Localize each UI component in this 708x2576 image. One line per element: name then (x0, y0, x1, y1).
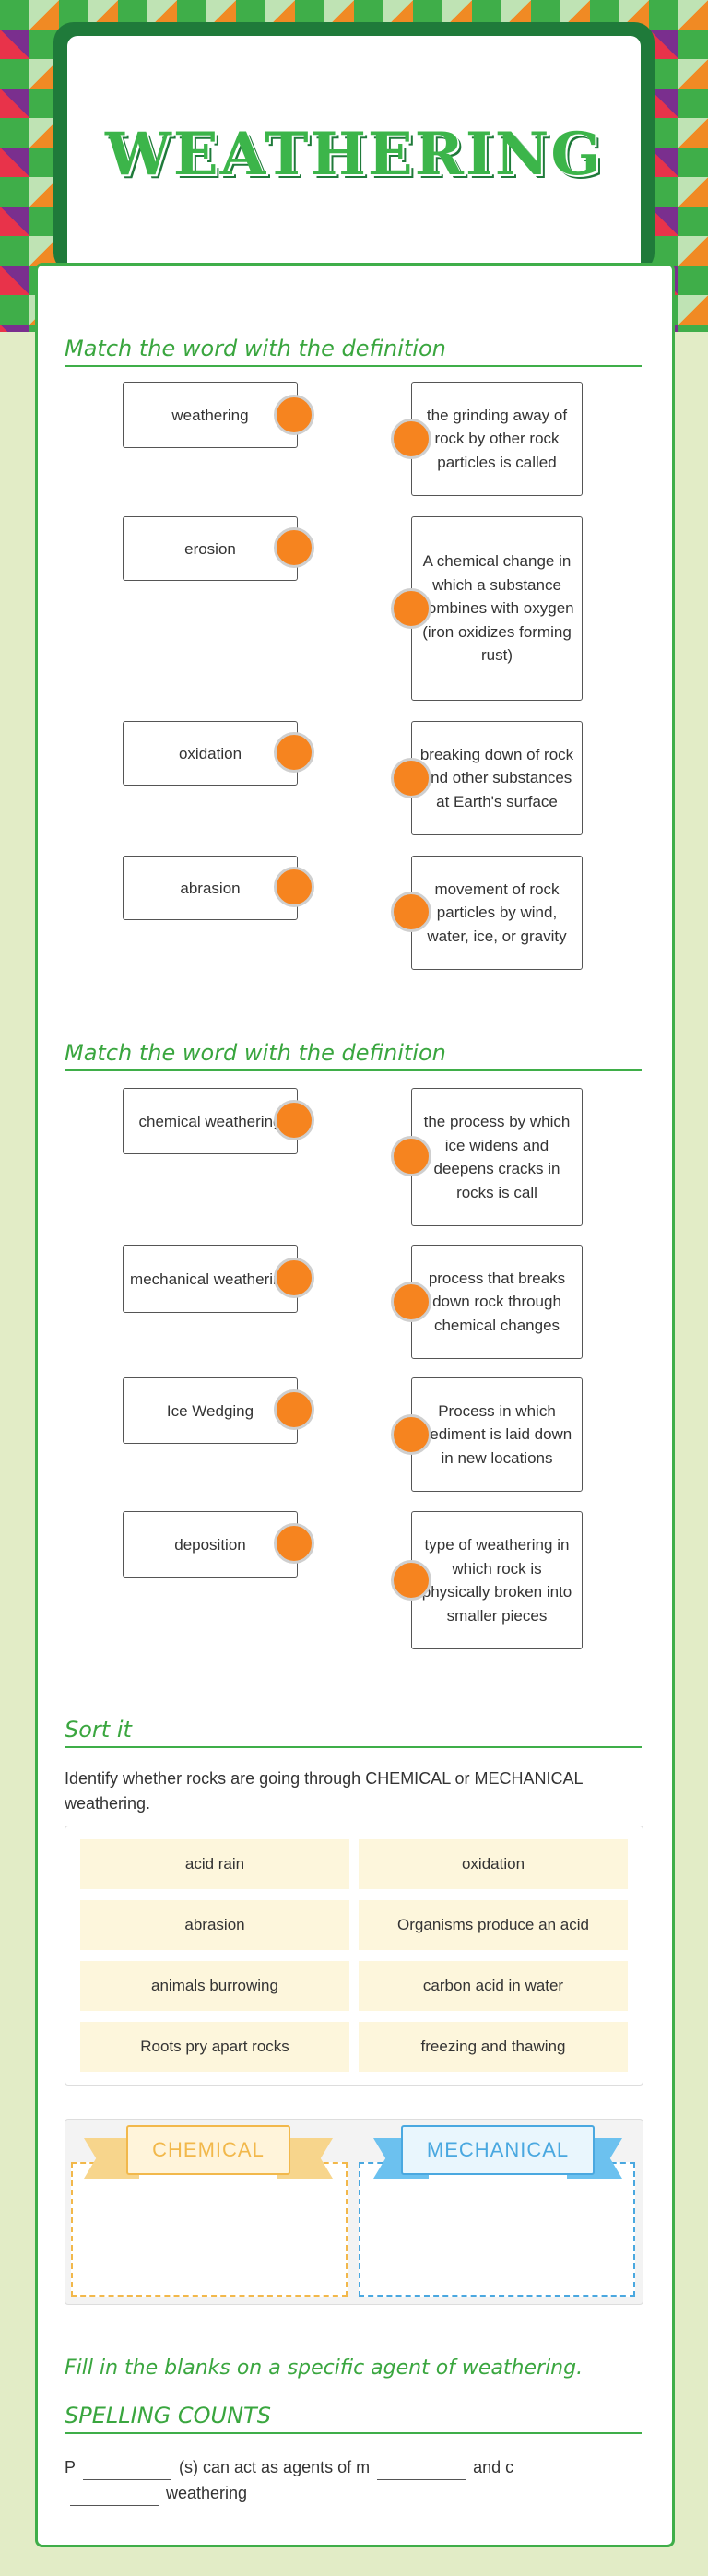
match1-word-erosion[interactable]: erosion (123, 516, 298, 581)
match1-def-4[interactable]: movement of rock particles by wind, wate… (411, 856, 583, 970)
sort-item[interactable]: abrasion (80, 1900, 349, 1950)
match2-def-connector-4[interactable] (391, 1560, 431, 1601)
match2-word-mechanical-weathering[interactable]: mechanical weathering (123, 1245, 298, 1313)
match2-def-connector-1[interactable] (391, 1136, 431, 1176)
match1-title: Match the word with the definition (65, 336, 642, 367)
sort-item[interactable]: Organisms produce an acid (359, 1900, 628, 1950)
sort-instructions: Identify whether rocks are going through… (65, 1769, 583, 1813)
sort-drop-area: CHEMICAL MECHANICAL (65, 2119, 643, 2305)
mechanical-drop-zone[interactable] (359, 2162, 635, 2297)
match1-def-connector-2[interactable] (391, 588, 431, 629)
page-title: WEATHERING (105, 120, 603, 189)
match2-def-4[interactable]: type of weathering in which rock is phys… (411, 1511, 583, 1649)
match1-def-1[interactable]: the grinding away of rock by other rock … (411, 382, 583, 496)
mechanical-ribbon: MECHANICAL (373, 2125, 622, 2179)
match2-word-connector-2[interactable] (274, 1258, 314, 1298)
sort-item[interactable]: carbon acid in water (359, 1961, 628, 2011)
match1-word-connector-4[interactable] (274, 867, 314, 907)
fill-subtitle: SPELLING COUNTS (65, 2403, 642, 2434)
match1-def-connector-3[interactable] (391, 758, 431, 798)
fill-title: Fill in the blanks on a specific agent o… (65, 2357, 584, 2380)
sort-item[interactable]: acid rain (80, 1839, 349, 1889)
match1-word-weathering[interactable]: weathering (123, 382, 298, 448)
match2-def-connector-3[interactable] (391, 1414, 431, 1455)
match1-word-connector-3[interactable] (274, 732, 314, 773)
match2-title: Match the word with the definition (65, 1040, 642, 1071)
chemical-drop-zone[interactable] (71, 2162, 348, 2297)
mechanical-category-label: MECHANICAL (400, 2125, 596, 2175)
match2-word-connector-3[interactable] (274, 1389, 314, 1430)
match2-word-chemical-weathering[interactable]: chemical weathering (123, 1088, 298, 1154)
sort-item[interactable]: Roots pry apart rocks (80, 2022, 349, 2072)
chemical-category-label: CHEMICAL (126, 2125, 290, 2175)
match2-def-1[interactable]: the process by which ice widens and deep… (411, 1088, 583, 1226)
fill-text-3: and c (473, 2458, 514, 2476)
match1-word-connector-2[interactable] (274, 527, 314, 568)
match1-def-connector-4[interactable] (391, 892, 431, 932)
match2-def-2[interactable]: process that breaks down rock through ch… (411, 1245, 583, 1359)
fill-blank-3[interactable] (70, 2488, 159, 2506)
fill-text-1: P (65, 2458, 77, 2476)
match1-word-connector-1[interactable] (274, 395, 314, 435)
fill-text-4: weathering (166, 2484, 248, 2502)
sort-title: Sort it (65, 1717, 642, 1748)
title-banner: WEATHERING (53, 22, 655, 273)
fill-blank-1[interactable] (83, 2463, 172, 2480)
sort-item[interactable]: freezing and thawing (359, 2022, 628, 2072)
match1-word-oxidation[interactable]: oxidation (123, 721, 298, 786)
fill-blank-2[interactable] (377, 2463, 466, 2480)
match2-def-3[interactable]: Process in which sediment is laid down i… (411, 1377, 583, 1492)
fill-text-2: (s) can act as agents of m (179, 2458, 371, 2476)
match2-word-connector-1[interactable] (274, 1100, 314, 1140)
sort-item[interactable]: oxidation (359, 1839, 628, 1889)
match1-def-2[interactable]: A chemical change in which a substance c… (411, 516, 583, 701)
match2-def-connector-2[interactable] (391, 1282, 431, 1322)
title-banner-inner: WEATHERING (65, 33, 643, 273)
match1-word-abrasion[interactable]: abrasion (123, 856, 298, 920)
chemical-ribbon: CHEMICAL (84, 2125, 333, 2179)
match2-word-ice-wedging[interactable]: Ice Wedging (123, 1377, 298, 1444)
sort-item[interactable]: animals burrowing (80, 1961, 349, 2011)
match1-def-connector-1[interactable] (391, 419, 431, 459)
match1-def-3[interactable]: breaking down of rock and other substanc… (411, 721, 583, 835)
match2-word-deposition[interactable]: deposition (123, 1511, 298, 1578)
match2-word-connector-4[interactable] (274, 1523, 314, 1564)
fill-sentence: P (s) can act as agents of m and c weather… (65, 2454, 642, 2506)
sort-items-area: acid rain oxidation abrasion Organisms p… (65, 1826, 643, 2086)
